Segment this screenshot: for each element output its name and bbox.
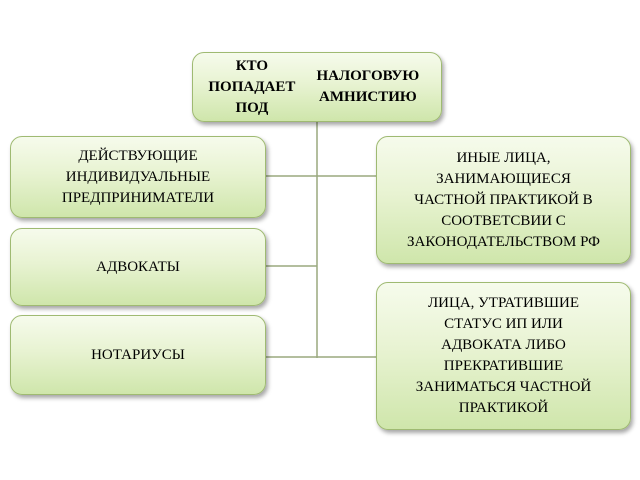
- box-former-status: ЛИЦА, УТРАТИВШИЕ СТАТУС ИП ИЛИ АДВОКАТА …: [376, 282, 631, 430]
- box-entrepreneurs-text: ДЕЙСТВУЮЩИЕ ИНДИВИДУАЛЬНЫЕ ПРЕДПРИНИМАТЕ…: [62, 146, 214, 209]
- box-former-status-line-1: ЛИЦА, УТРАТИВШИЕ: [427, 295, 580, 311]
- box-notaries-text: НОТАРИУСЫ: [91, 345, 185, 366]
- box-other-persons-text: ИНЫЕ ЛИЦА, ЗАНИМАЮЩИЕСЯ ЧАСТНОЙ ПРАКТИКО…: [407, 148, 600, 253]
- root-line-1: КТО ПОПАДАЕТ ПОД: [208, 57, 296, 116]
- root-line-2: НАЛОГОВУЮ АМНИСТИЮ: [316, 68, 420, 105]
- box-former-status-line-3: АДВОКАТА ЛИБО: [441, 337, 566, 353]
- box-former-status-line-4: ПРЕКРАТИВШИЕ: [443, 358, 564, 374]
- box-other-persons-line-2: ЗАНИМАЮЩИЕСЯ: [436, 170, 571, 187]
- box-notaries-line-1: НОТАРИУСЫ: [91, 346, 185, 363]
- box-other-persons-line-5: ЗАКОНОДАТЕЛЬСТВОМ РФ: [406, 233, 601, 250]
- box-former-status-text: ЛИЦА, УТРАТИВШИЕ СТАТУС ИП ИЛИ АДВОКАТА …: [416, 293, 592, 419]
- box-lawyers-text: АДВОКАТЫ: [96, 257, 180, 278]
- box-former-status-line-5: ЗАНИМАТЬСЯ ЧАСТНОЙ: [415, 379, 592, 395]
- box-other-persons-line-1: ИНЫЕ ЛИЦА,: [456, 149, 551, 166]
- box-entrepreneurs-line-1: ДЕЙСТВУЮЩИЕ: [78, 147, 198, 164]
- box-entrepreneurs: ДЕЙСТВУЮЩИЕ ИНДИВИДУАЛЬНЫЕ ПРЕДПРИНИМАТЕ…: [10, 136, 266, 218]
- root-box: КТО ПОПАДАЕТ ПОД НАЛОГОВУЮ АМНИСТИЮ: [192, 52, 442, 122]
- box-other-persons-line-3: ЧАСТНОЙ ПРАКТИКОЙ В: [414, 191, 593, 208]
- box-former-status-line-6: ПРАКТИКОЙ: [458, 400, 549, 416]
- box-entrepreneurs-line-2: ИНДИВИДУАЛЬНЫЕ: [65, 168, 211, 185]
- box-other-persons: ИНЫЕ ЛИЦА, ЗАНИМАЮЩИЕСЯ ЧАСТНОЙ ПРАКТИКО…: [376, 136, 631, 264]
- box-lawyers-line-1: АДВОКАТЫ: [96, 258, 180, 275]
- box-former-status-line-2: СТАТУС ИП ИЛИ: [444, 316, 563, 332]
- box-other-persons-line-4: СООТВЕТСВИИ С: [441, 212, 566, 229]
- box-notaries: НОТАРИУСЫ: [10, 315, 266, 395]
- box-entrepreneurs-line-3: ПРЕДПРИНИМАТЕЛИ: [61, 189, 215, 206]
- box-lawyers: АДВОКАТЫ: [10, 228, 266, 306]
